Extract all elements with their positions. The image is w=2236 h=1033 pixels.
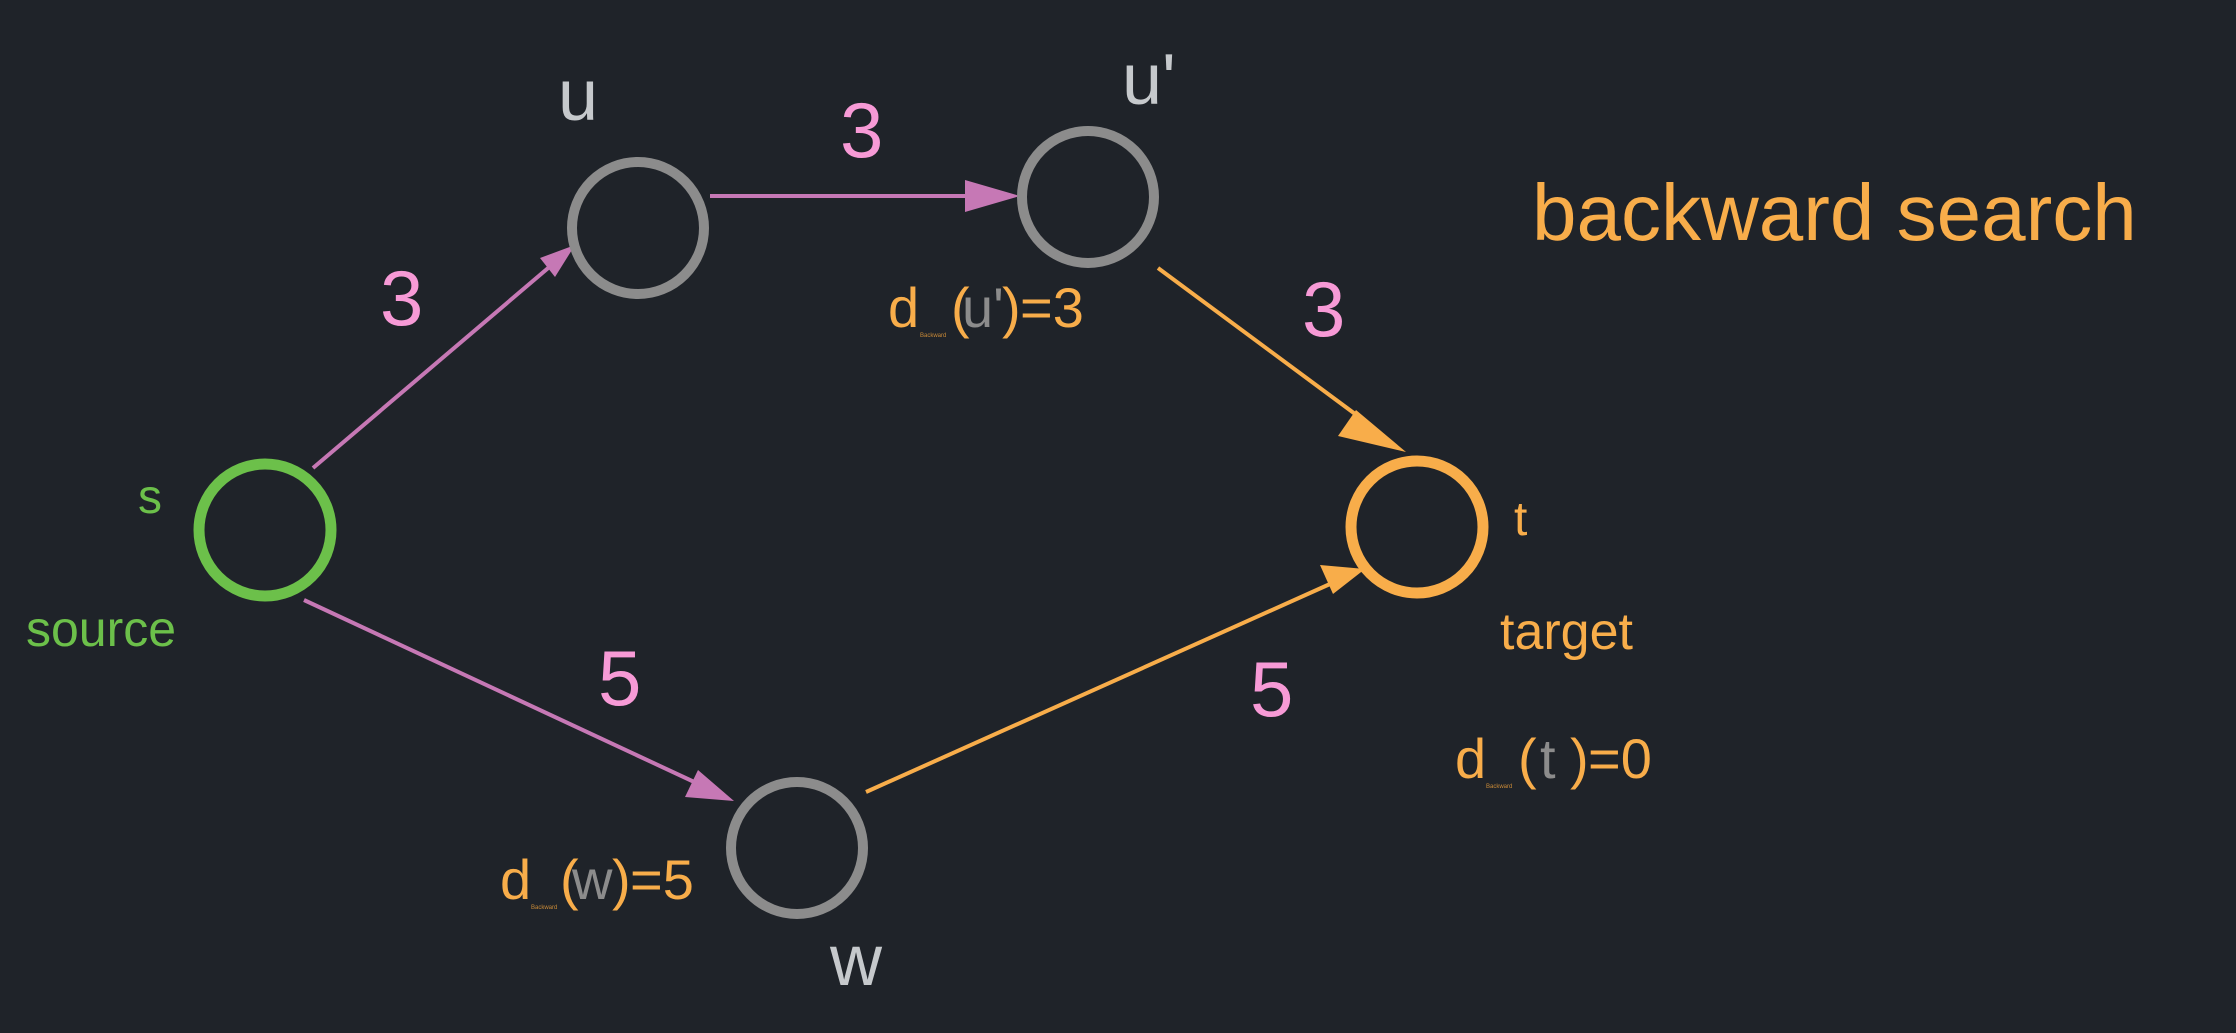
edge-s-w — [303, 598, 734, 801]
diagram-title: backward search — [1532, 168, 2137, 257]
weight-s-w: 5 — [598, 634, 641, 722]
node-w-label: w — [829, 921, 883, 1001]
node-w-circle — [726, 777, 868, 919]
node-t-label: t — [1514, 493, 1527, 546]
distance-uprime-subscript: Backward — [920, 333, 946, 339]
node-s-label: s — [138, 471, 162, 524]
distance-t-close: ) — [1570, 727, 1589, 790]
distance-t: d Backward ( t ) =0 — [1455, 727, 1652, 790]
weight-s-u: 3 — [380, 254, 423, 342]
node-s-circle — [193, 458, 337, 602]
distance-w-close: ) — [612, 848, 631, 911]
edge-w-t — [865, 565, 1365, 794]
distance-w: d Backward ( w ) =5 — [500, 848, 694, 911]
source-caption: source — [26, 601, 176, 657]
distance-t-node: t — [1540, 727, 1556, 790]
arrowhead-uprime-t — [1338, 410, 1406, 452]
distance-uprime: d Backward ( u' ) =3 — [888, 276, 1084, 339]
weight-w-t: 5 — [1250, 645, 1293, 733]
arrowhead-s-u — [540, 245, 575, 277]
edge-s-u — [311, 245, 575, 470]
distance-w-d: d — [500, 848, 531, 911]
arrowhead-w-t — [1320, 565, 1365, 594]
distance-uprime-node: u' — [962, 276, 1004, 339]
distance-t-value: =0 — [1588, 727, 1652, 790]
distance-t-d: d — [1455, 727, 1486, 790]
target-caption: target — [1500, 603, 1634, 661]
edge-uprime-t — [1156, 266, 1406, 452]
distance-w-node: w — [571, 848, 613, 911]
distance-uprime-value: =3 — [1020, 276, 1084, 339]
distance-uprime-open: ( — [951, 276, 970, 339]
node-u-circle — [567, 157, 709, 299]
distance-t-subscript: Backward — [1486, 784, 1512, 790]
distance-w-subscript: Backward — [531, 905, 557, 911]
weight-u-uprime: 3 — [840, 86, 883, 174]
distance-uprime-d: d — [888, 276, 919, 339]
distance-t-open: ( — [1518, 727, 1537, 790]
edge-u-uprime — [710, 180, 1020, 212]
weight-uprime-t: 3 — [1302, 265, 1345, 353]
distance-uprime-close: ) — [1002, 276, 1021, 339]
distance-w-value: =5 — [630, 848, 694, 911]
node-uprime-circle — [1017, 126, 1159, 268]
node-t-circle — [1345, 455, 1489, 599]
node-u-label: u — [558, 56, 598, 136]
node-uprime-label: u' — [1122, 40, 1176, 120]
arrowhead-u-uprime — [965, 180, 1020, 212]
distance-w-open: ( — [560, 848, 579, 911]
arrowhead-s-w — [685, 770, 734, 801]
